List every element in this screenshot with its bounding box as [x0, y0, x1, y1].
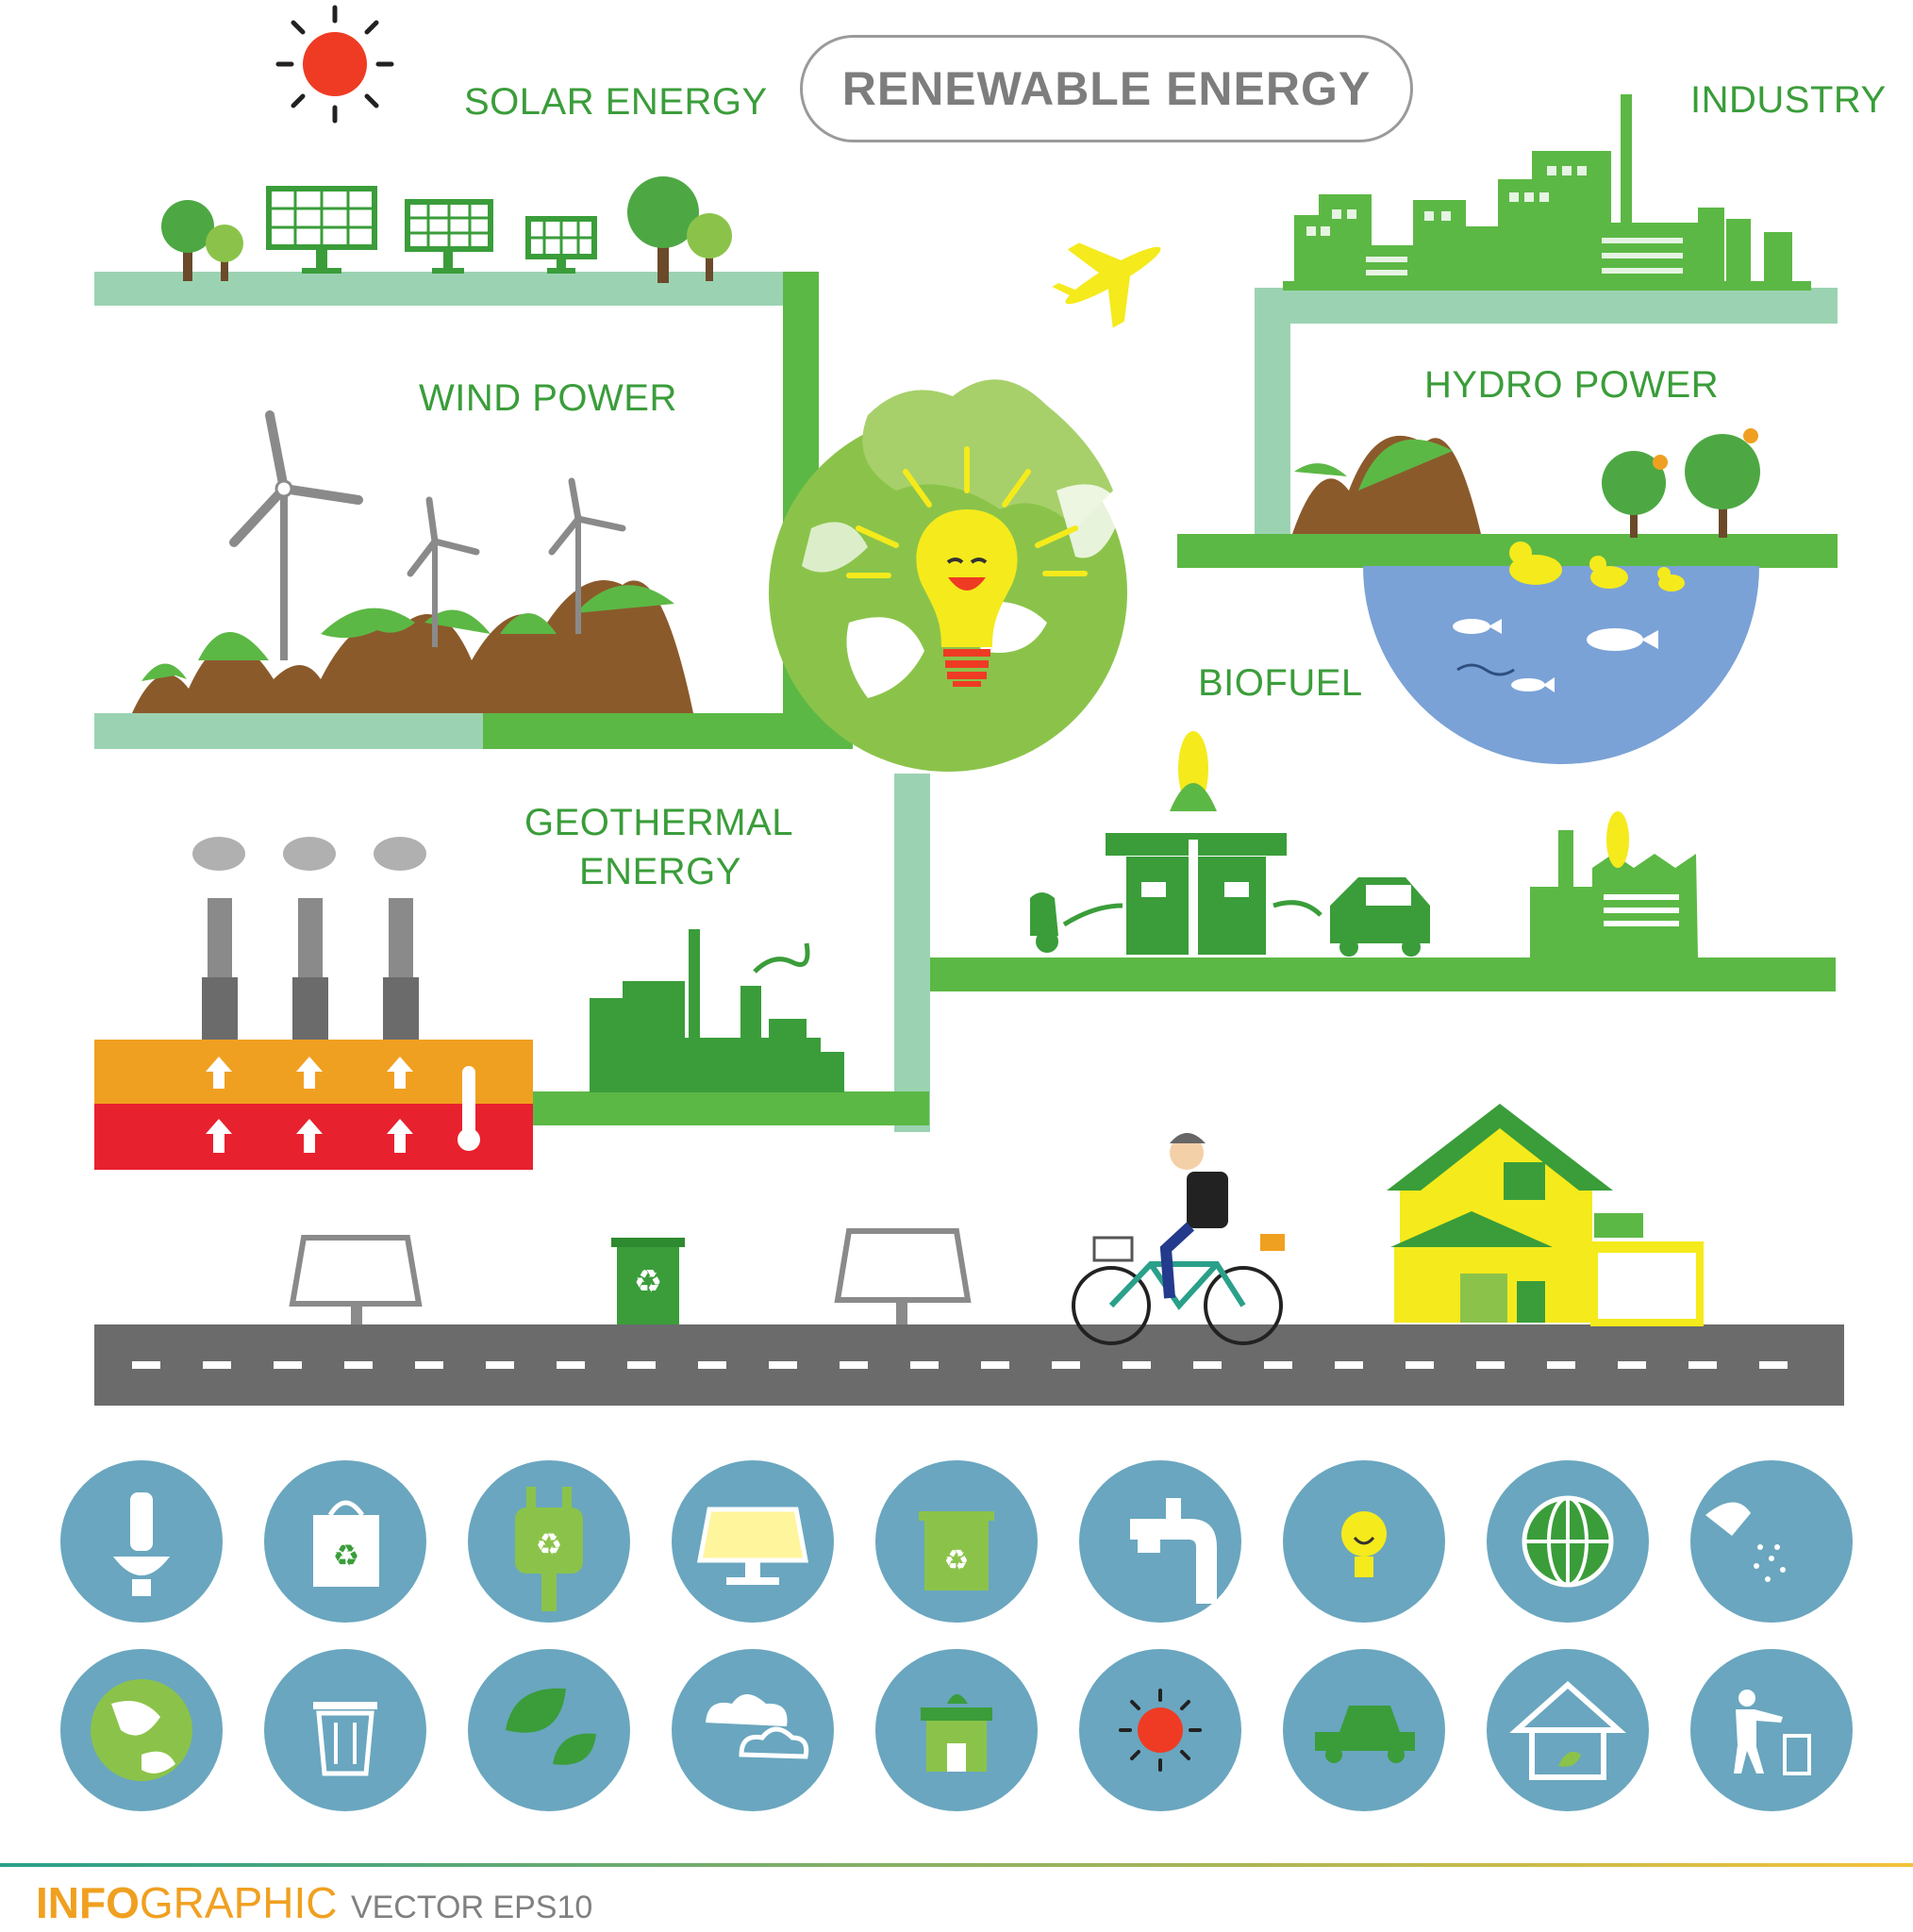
footer-gradient-line	[0, 1863, 1913, 1867]
connector-bar	[894, 774, 930, 1132]
geothermal-scene	[94, 837, 929, 1170]
road-scene: ♻	[94, 1104, 1844, 1406]
sun-illustration	[275, 5, 394, 124]
footer: INFOGRAPHIC VECTOR EPS10	[36, 1877, 592, 1928]
title-banner: RENEWABLE ENERGY	[800, 35, 1413, 142]
wind-power-scene	[94, 410, 853, 749]
hydro-power-scene	[1177, 428, 1838, 764]
industry-skyline	[1255, 94, 1838, 542]
footer-brand-info: INFO	[36, 1878, 140, 1927]
footer-brand-graphic: GRAPHIC	[139, 1878, 338, 1927]
label-geothermal-line1: GEOTHERMAL	[524, 802, 794, 843]
solar-strip	[94, 176, 819, 715]
label-geothermal-line2: ENERGY	[579, 851, 741, 892]
label-industry: INDUSTRY	[1690, 79, 1887, 121]
biofuel-scene	[930, 731, 1836, 991]
svg-text:♻: ♻	[634, 1263, 662, 1301]
page-title: RENEWABLE ENERGY	[841, 62, 1372, 115]
airplane-illustration	[1052, 242, 1161, 328]
label-hydro-power: HYDRO POWER	[1424, 364, 1720, 406]
label-biofuel: BIOFUEL	[1198, 662, 1363, 704]
globe-bulb-illustration	[769, 379, 1127, 772]
footer-vector-label: VECTOR EPS10	[350, 1890, 593, 1925]
label-solar-energy: SOLAR ENERGY	[464, 81, 768, 123]
label-wind-power: WIND POWER	[419, 377, 677, 419]
